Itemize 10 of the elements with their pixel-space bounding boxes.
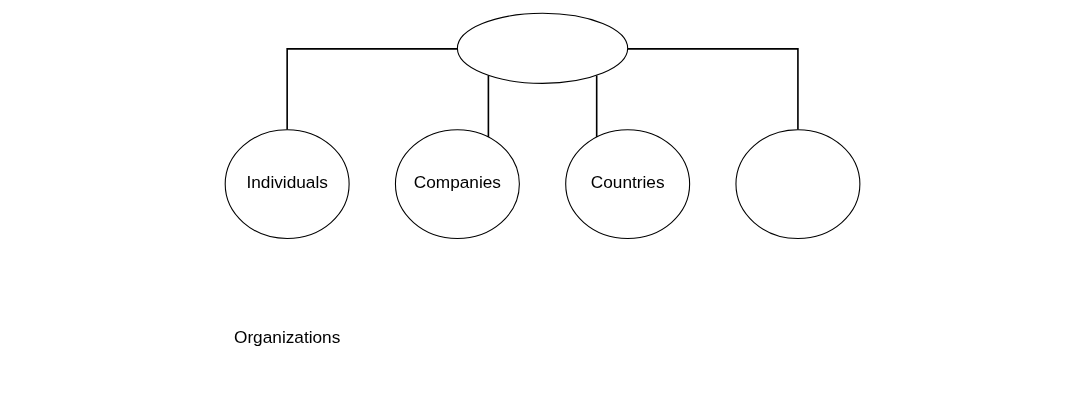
connector [595, 74, 598, 138]
label: Organizations [233, 326, 341, 347]
node-ellipse: Individuals [224, 128, 350, 239]
node-ellipse [456, 12, 629, 84]
connector [286, 47, 458, 130]
node-ellipse: Countries [565, 128, 691, 239]
node-ellipse [735, 128, 861, 239]
node-ellipse: Companies [394, 128, 520, 239]
connector [487, 74, 490, 138]
connector [627, 47, 799, 130]
